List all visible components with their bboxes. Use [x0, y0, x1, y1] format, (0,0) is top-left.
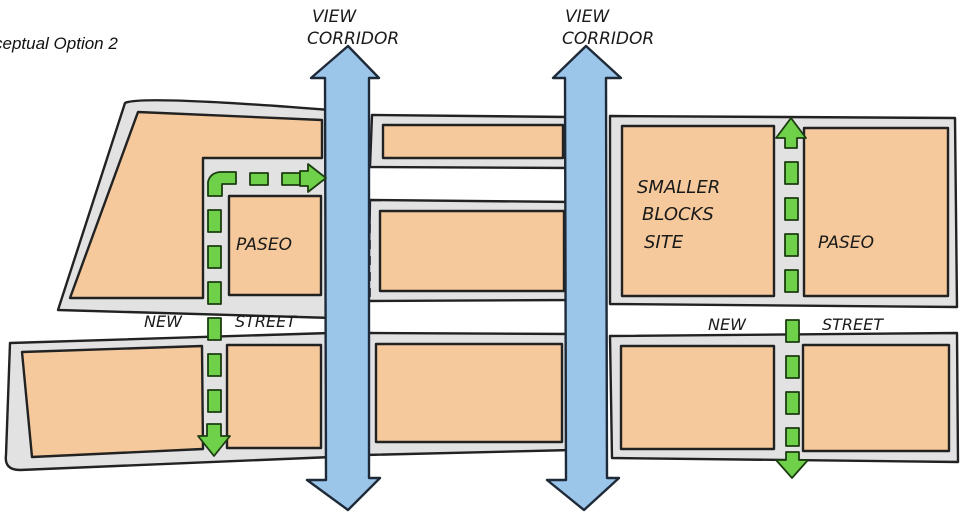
paseo-arrow-right	[775, 117, 809, 479]
block-bottom-right-1	[619, 344, 776, 451]
block-top-middle-upper	[381, 123, 565, 160]
smaller-blocks-site-line3: SITE	[644, 232, 684, 253]
view-corridor-left-label-line2: CORRIDOR	[307, 29, 399, 49]
block-bottom-left	[20, 344, 205, 459]
block-top-left-paseo	[227, 194, 323, 297]
smaller-blocks-site-line1: SMALLER	[637, 177, 720, 198]
new-street-left-label-1: NEW	[144, 312, 183, 331]
view-corridor-right-label-line1: VIEW	[565, 7, 610, 27]
view-corridor-right-label-line2: CORRIDOR	[562, 29, 654, 49]
block-bottom-left-small	[225, 343, 323, 450]
block-smaller-blocks-site	[620, 124, 776, 298]
labels: VIEW CORRIDOR VIEW CORRIDOR PASEO SMALLE…	[144, 7, 884, 334]
blocks	[20, 110, 951, 459]
paseo-left-label: PASEO	[236, 235, 292, 255]
paseo-arrow-left	[197, 163, 327, 457]
block-bottom-right-2	[801, 343, 951, 453]
view-corridor-left-arrow	[305, 44, 382, 512]
block-top-right	[802, 126, 950, 298]
diagram-caption: ceptual Option 2	[0, 34, 118, 53]
view-corridor-left-label-line1: VIEW	[312, 7, 357, 27]
block-bottom-middle	[374, 342, 564, 444]
paseo-right-label: PASEO	[818, 233, 874, 253]
smaller-blocks-site-line2: BLOCKS	[642, 204, 714, 225]
view-corridor-right-arrow	[545, 44, 623, 512]
new-street-left-label-2: STREET	[235, 312, 297, 331]
block-top-middle-lower	[378, 209, 566, 293]
new-street-right-label-2: STREET	[822, 315, 884, 334]
new-street-right-label-1: NEW	[708, 315, 747, 334]
block-top-left-large	[68, 110, 324, 300]
